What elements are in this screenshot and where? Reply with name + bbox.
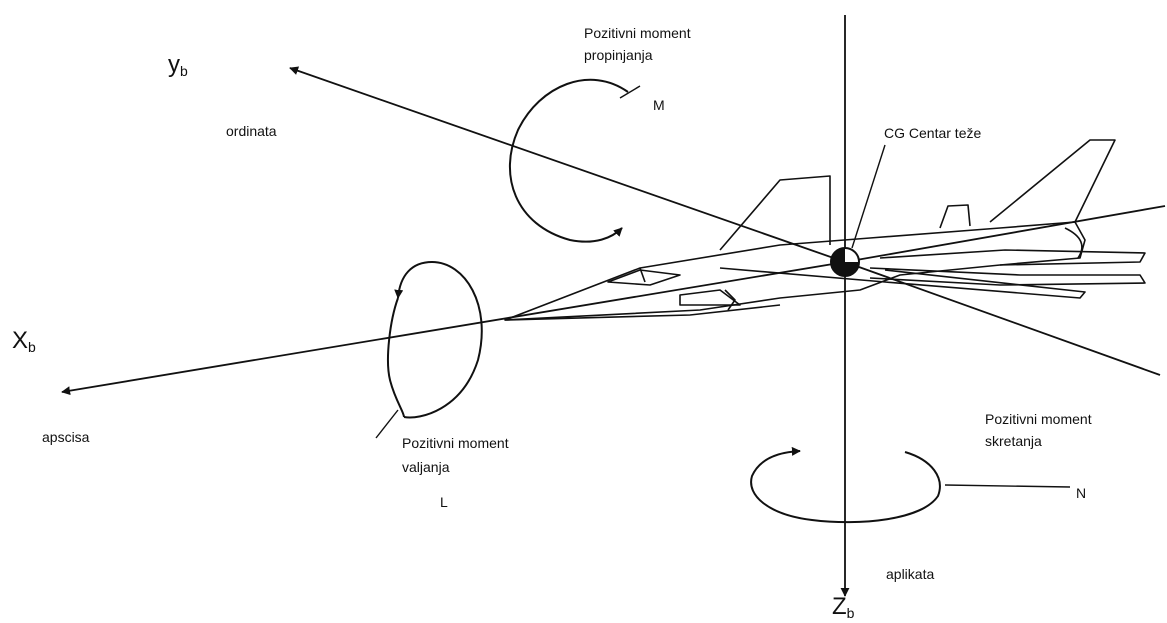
roll-moment-arrow-icon — [375, 260, 483, 439]
y-axis-rear-extension — [844, 261, 1161, 376]
cg-label: CG Centar teže — [884, 125, 982, 141]
y-axis-subscript: b — [180, 63, 188, 79]
cg-icon — [830, 247, 860, 277]
pitch-moment-line1: Pozitivni moment — [584, 25, 691, 41]
roll-moment-line2: valjanja — [402, 459, 450, 475]
x-axis-rear-extension — [844, 205, 1166, 263]
pitch-moment-symbol: M — [653, 97, 665, 113]
aircraft-icon — [504, 139, 1146, 321]
y-axis-label: yb — [168, 52, 188, 81]
z-axis-letter: Z — [832, 593, 847, 620]
pitch-moment-line2: propinjanja — [584, 47, 653, 63]
yaw-moment-symbol: N — [1076, 485, 1087, 501]
yaw-moment-line1: Pozitivni moment — [985, 411, 1092, 427]
body-axes — [61, 15, 1166, 597]
z-axis-label: Zb — [832, 594, 854, 623]
x-axis-letter: X — [12, 327, 29, 354]
x-axis-subscript: b — [28, 339, 36, 355]
y-axis-letter: y — [168, 51, 180, 78]
z-axis-name: aplikata — [886, 566, 935, 582]
roll-moment-line1: Pozitivni moment — [402, 435, 509, 451]
cg-leader-line — [851, 144, 886, 249]
pitch-moment-arrow-icon — [509, 78, 641, 243]
z-axis-subscript: b — [846, 605, 855, 621]
y-axis-name: ordinata — [226, 123, 277, 139]
yaw-moment-line2: skretanja — [985, 433, 1042, 449]
roll-moment-symbol: L — [440, 494, 448, 510]
y-axis-line — [289, 66, 846, 263]
x-axis-line — [61, 261, 846, 396]
x-axis-label: Xb — [12, 328, 36, 357]
yaw-moment-arrow-icon — [750, 446, 1071, 524]
x-axis-name: apscisa — [42, 429, 90, 445]
